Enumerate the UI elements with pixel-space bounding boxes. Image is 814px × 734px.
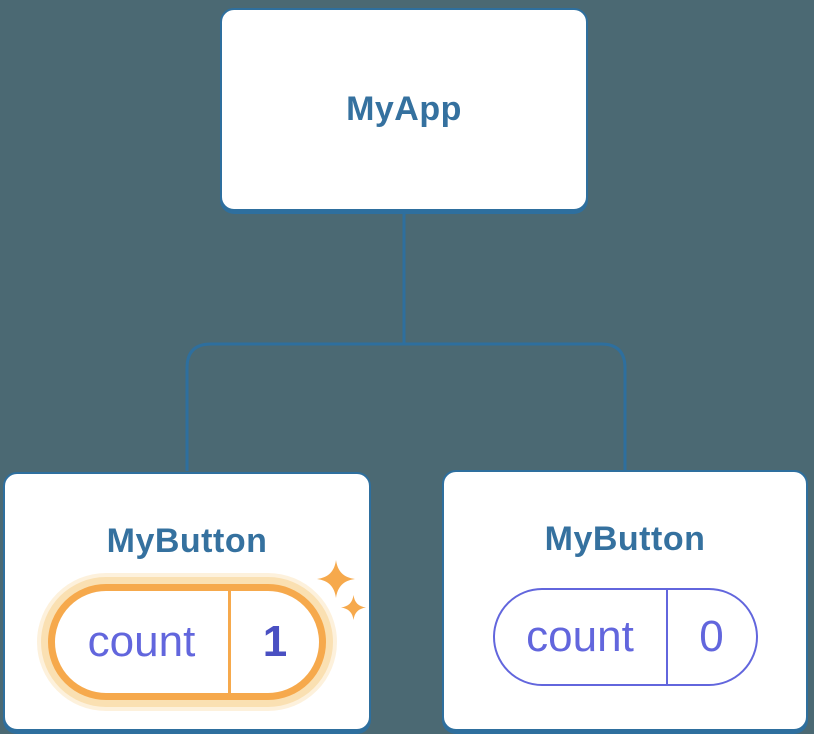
sparkle-icon — [341, 595, 366, 620]
state-key-label: count — [526, 612, 634, 661]
state-pill-highlighted: count 1 — [48, 584, 326, 700]
state-value: 0 — [699, 612, 724, 661]
state-value-cell: 1 — [231, 591, 319, 693]
state-value: 1 — [262, 617, 288, 666]
connector-bracket — [185, 342, 627, 471]
sparkle-icon — [317, 560, 355, 598]
state-pill: count 0 — [492, 588, 758, 686]
state-key-cell: count — [55, 591, 231, 693]
state-key-label: count — [87, 617, 196, 666]
state-value-cell: 0 — [668, 590, 756, 684]
node-myapp: MyApp — [220, 8, 588, 211]
node-mybutton-left-label: MyButton — [106, 522, 268, 560]
state-key-cell: count — [495, 590, 668, 684]
node-mybutton-right-label: MyButton — [544, 520, 706, 558]
node-mybutton-right: MyButton count 0 — [442, 470, 808, 731]
node-myapp-label: MyApp — [346, 90, 462, 128]
node-mybutton-left: MyButton count 1 — [3, 472, 371, 731]
